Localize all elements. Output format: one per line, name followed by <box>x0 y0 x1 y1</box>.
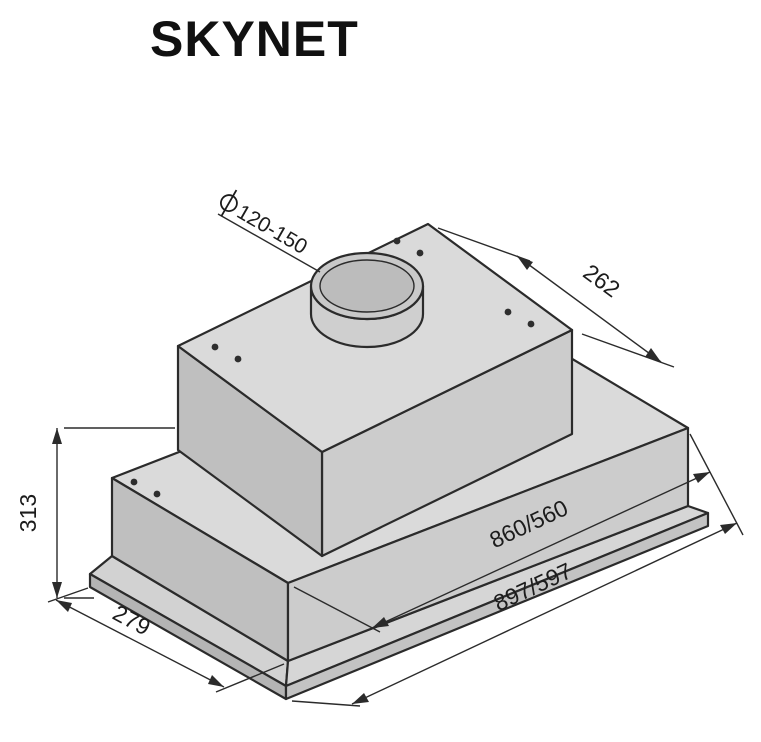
hood-body <box>88 222 710 701</box>
arrowhead <box>52 428 62 444</box>
screw-holes <box>130 237 535 498</box>
extension-line <box>581 333 675 368</box>
extension-line <box>215 663 285 693</box>
extension-line <box>47 587 89 603</box>
arrowhead <box>352 693 369 704</box>
arrowhead <box>720 523 737 534</box>
duct-opening <box>319 259 415 313</box>
arrowhead <box>56 600 72 612</box>
screw-hole-dot <box>393 237 401 245</box>
dimension-line <box>371 471 711 629</box>
product-title: SKYNET <box>150 11 359 67</box>
extension-line-right <box>689 433 744 536</box>
extension-line <box>437 227 531 262</box>
flange-right-face <box>284 511 710 701</box>
arrowhead <box>52 582 62 598</box>
screw-hole-dot <box>504 308 512 316</box>
base-box-front-face <box>286 426 690 663</box>
screw-hole-dot <box>130 478 138 486</box>
screw-hole-dot <box>527 320 535 328</box>
extension-line <box>293 586 381 633</box>
extension-line <box>291 700 361 707</box>
arrowhead <box>693 472 710 483</box>
arrowhead <box>372 617 389 628</box>
dimension-height: 313 <box>15 427 175 599</box>
screw-hole-dot <box>211 343 219 351</box>
screw-hole-dot <box>416 249 424 257</box>
screw-hole-dot <box>153 490 161 498</box>
screw-hole-dot <box>234 355 242 363</box>
dimension-duct-diameter: 120-150 <box>217 189 321 273</box>
leader-line <box>217 213 321 273</box>
dimension-line <box>351 522 738 705</box>
arrowhead <box>208 675 224 687</box>
top-depth-label: 262 <box>579 259 625 303</box>
arrowhead <box>645 348 661 362</box>
dimension-line <box>55 599 225 688</box>
height-label: 313 <box>15 494 41 532</box>
dimension-line <box>516 255 662 363</box>
diameter-symbol-icon <box>220 189 238 217</box>
arrowhead <box>517 256 533 270</box>
